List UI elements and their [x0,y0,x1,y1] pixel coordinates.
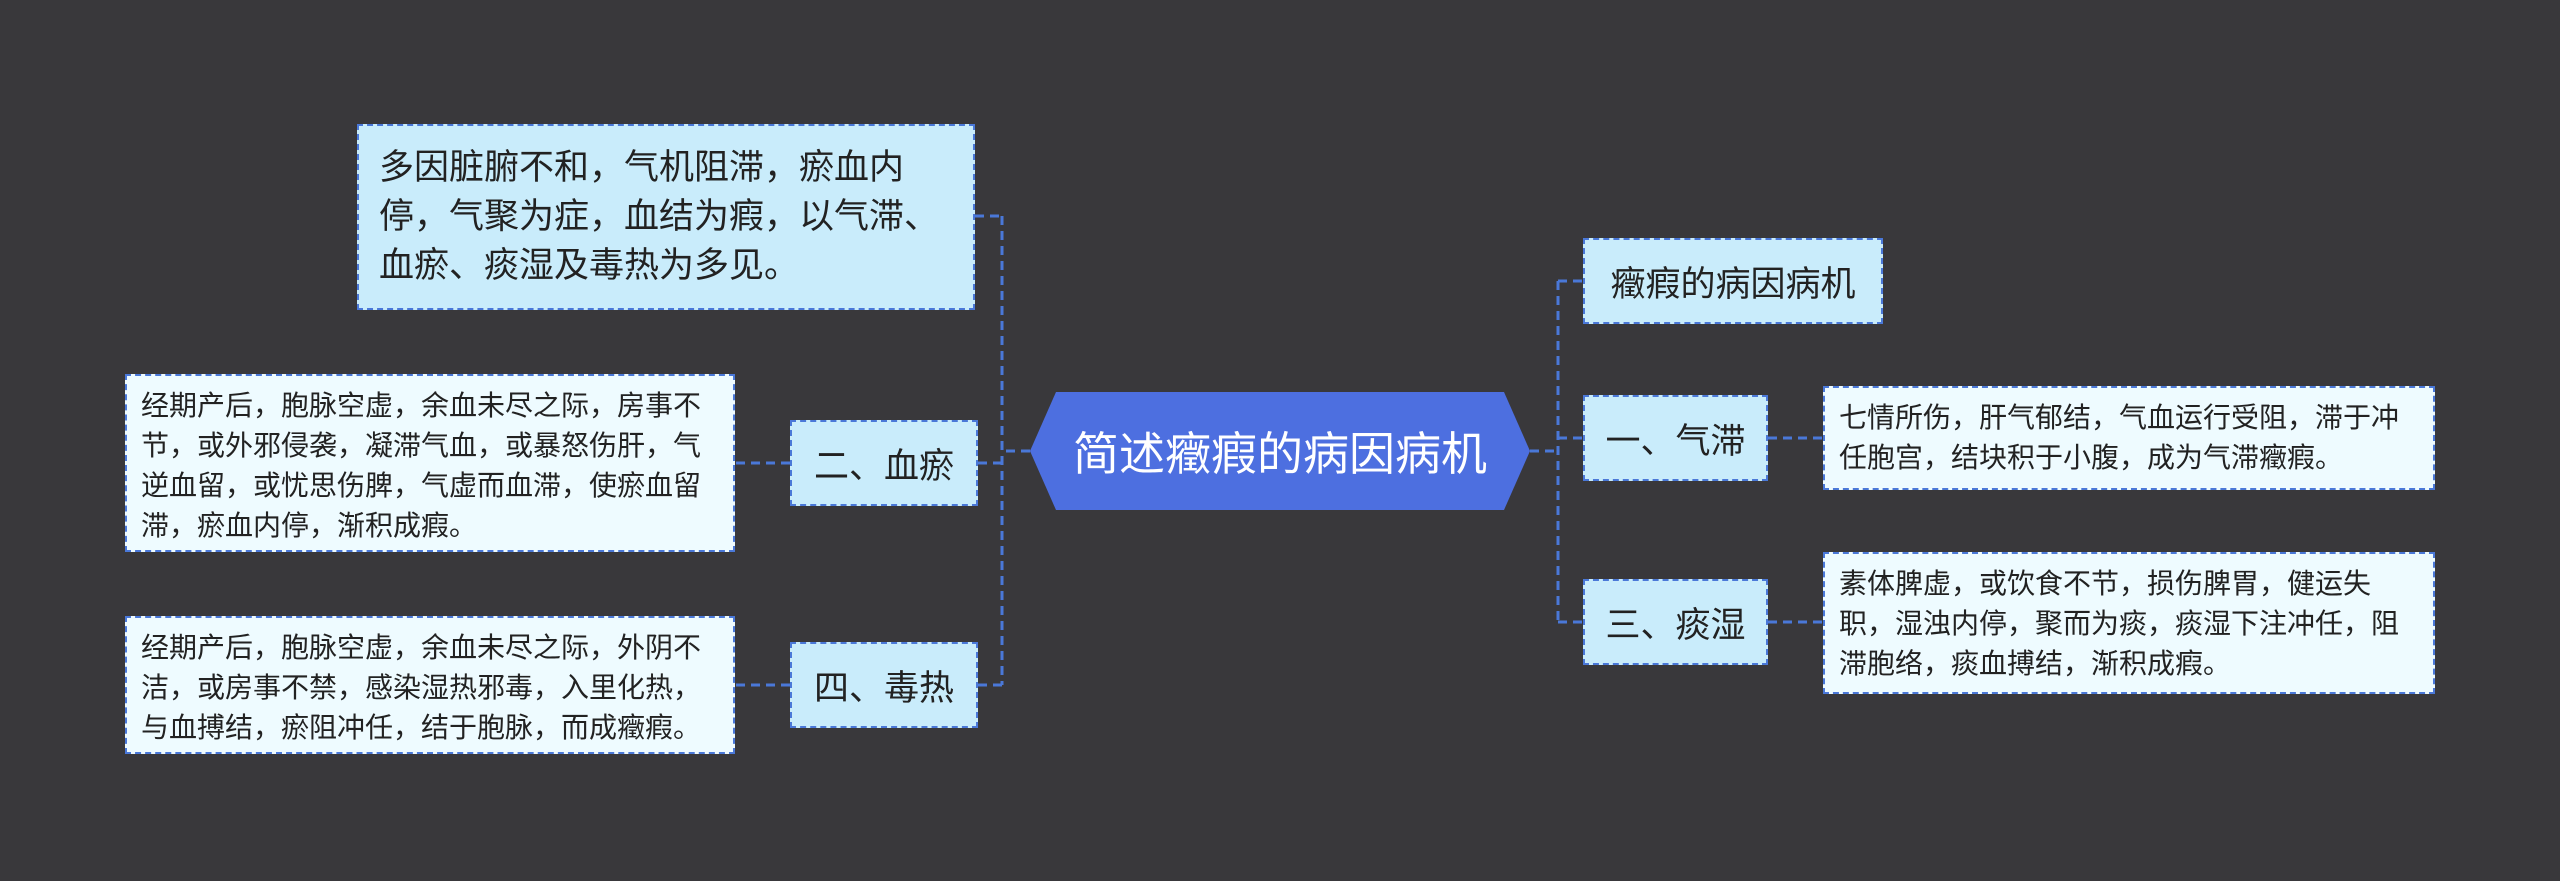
detail-qi-stagnation[interactable]: 七情所伤，肝气郁结，气血运行受阻，滞于冲任胞宫，结块积于小腹，成为气滞癥瘕。 [1823,386,2435,490]
summary-node[interactable]: 多因脏腑不和，气机阻滞，瘀血内停，气聚为症，血结为瘕，以气滞、血瘀、痰湿及毒热为… [357,124,975,310]
detail-toxic-heat[interactable]: 经期产后，胞脉空虚，余血未尽之际，外阴不洁，或房事不禁，感染湿热邪毒，入里化热，… [125,616,735,754]
topic-toxic-heat[interactable]: 四、毒热 [790,642,978,728]
central-topic-title: 简述癥瘕的病因病机 [1073,427,1487,481]
central-topic-shape [1030,392,1530,510]
detail-blood-stasis[interactable]: 经期产后，胞脉空虚，余血未尽之际，房事不节，或外邪侵袭，凝滞气血，或暴怒伤肝，气… [125,374,735,552]
central-topic[interactable]: 简述癥瘕的病因病机 [1030,392,1530,510]
topic-phlegm-damp[interactable]: 三、痰湿 [1583,579,1768,665]
detail-phlegm-damp[interactable]: 素体脾虚，或饮食不节，损伤脾胃，健运失职，湿浊内停，聚而为痰，痰湿下注冲任，阻滞… [1823,552,2435,694]
topic-blood-stasis[interactable]: 二、血瘀 [790,420,978,506]
right-title-node[interactable]: 癥瘕的病因病机 [1583,238,1883,324]
topic-qi-stagnation[interactable]: 一、气滞 [1583,395,1768,481]
